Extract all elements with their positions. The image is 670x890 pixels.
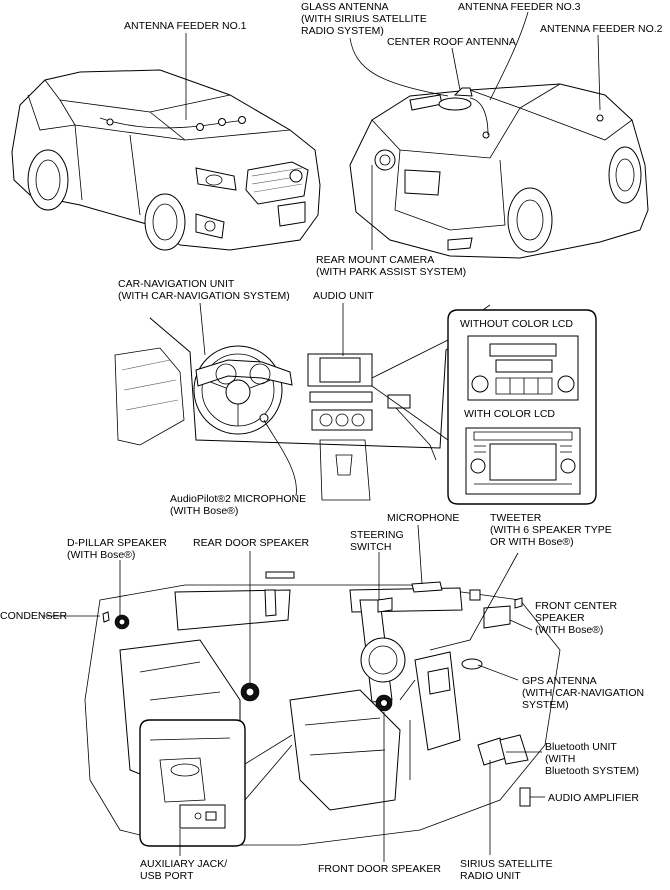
- inset-callout-line-1: [371, 339, 449, 379]
- label-without-color-lcd: WITHOUT COLOR LCD: [460, 318, 573, 330]
- label-antenna-feeder-3: ANTENNA FEEDER NO.3: [458, 1, 581, 13]
- label-aux-line1: AUXILIARY JACK/: [140, 858, 227, 870]
- label-d-pillar-line2: (WITH Bose®): [67, 549, 135, 561]
- label-antenna-feeder-1: ANTENNA FEEDER NO.1: [124, 20, 247, 32]
- front-vehicle-illustration: [11, 69, 321, 251]
- label-rear-camera-line2: (WITH PARK ASSIST SYSTEM): [316, 266, 466, 278]
- label-audiopilot-line2: (WITH Bose®): [170, 505, 238, 517]
- aux-callout-line-2: [244, 744, 293, 801]
- label-sirius-line1: SIRIUS SATELLITE: [460, 858, 553, 870]
- label-condenser: CONDENSER: [0, 610, 68, 622]
- label-rear-door-speaker: REAR DOOR SPEAKER: [193, 537, 310, 549]
- label-bluetooth-line1: Bluetooth UNIT: [545, 741, 617, 753]
- leader-lines: [42, 11, 601, 862]
- label-center-roof-antenna: CENTER ROOF ANTENNA: [387, 36, 516, 48]
- label-car-nav-line1: CAR-NAVIGATION UNIT: [118, 278, 235, 290]
- condenser-icon: [102, 611, 110, 623]
- label-gps-line1: GPS ANTENNA: [522, 675, 597, 687]
- label-gps-line2: (WITH CAR-NAVIGATION: [522, 687, 644, 699]
- label-sirius-line2: RADIO UNIT: [460, 870, 521, 882]
- label-audiopilot-line1: AudioPilot®2 MICROPHONE: [170, 493, 306, 505]
- label-car-nav-line2: (WITH CAR-NAVIGATION SYSTEM): [118, 290, 290, 302]
- label-microphone: MICROPHONE: [387, 512, 459, 524]
- auxiliary-jack-inset: [139, 719, 293, 847]
- label-tweeter-line1: TWEETER: [490, 512, 542, 524]
- dashboard-illustration: [114, 304, 491, 501]
- label-front-center-line2: SPEAKER: [535, 612, 585, 624]
- label-glass-antenna-line1: GLASS ANTENNA: [301, 1, 389, 13]
- label-audio-amplifier: AUDIO AMPLIFIER: [548, 792, 639, 804]
- label-antenna-feeder-2: ANTENNA FEEDER NO.2: [540, 23, 663, 35]
- callout-labels: ANTENNA FEEDER NO.1 GLASS ANTENNA (WITH …: [0, 1, 663, 882]
- label-steering-switch-line2: SWITCH: [350, 541, 391, 553]
- audio-unit-inset: [371, 309, 597, 505]
- label-front-center-line1: FRONT CENTER: [535, 600, 617, 612]
- label-front-center-line3: (WITH Bose®): [535, 624, 603, 636]
- inset-callout-line-2: [371, 385, 449, 441]
- label-gps-line3: SYSTEM): [522, 699, 569, 711]
- label-rear-camera-line1: REAR MOUNT CAMERA: [316, 254, 434, 266]
- label-bluetooth-line2: (WITH: [545, 753, 575, 765]
- label-d-pillar-line1: D-PILLAR SPEAKER: [67, 537, 167, 549]
- label-front-door-speaker: FRONT DOOR SPEAKER: [318, 863, 441, 875]
- rear-vehicle-illustration: [349, 83, 649, 259]
- label-with-color-lcd: WITH COLOR LCD: [464, 408, 555, 420]
- label-steering-switch-line1: STEERING: [350, 529, 404, 541]
- label-glass-antenna-line3: RADIO SYSTEM): [301, 25, 384, 37]
- label-aux-line2: USB PORT: [140, 870, 194, 882]
- label-tweeter-line2: (WITH 6 SPEAKER TYPE: [490, 524, 612, 536]
- label-bluetooth-line3: Bluetooth SYSTEM): [545, 765, 639, 777]
- aux-callout-line-1: [244, 734, 293, 765]
- label-glass-antenna-line2: (WITH SIRIUS SATELLITE: [301, 13, 427, 25]
- audio-unit-without-lcd: [467, 335, 579, 401]
- label-audio-unit: AUDIO UNIT: [313, 290, 374, 302]
- audio-unit-with-lcd: [465, 427, 581, 495]
- label-tweeter-line3: OR WITH Bose®): [490, 536, 574, 548]
